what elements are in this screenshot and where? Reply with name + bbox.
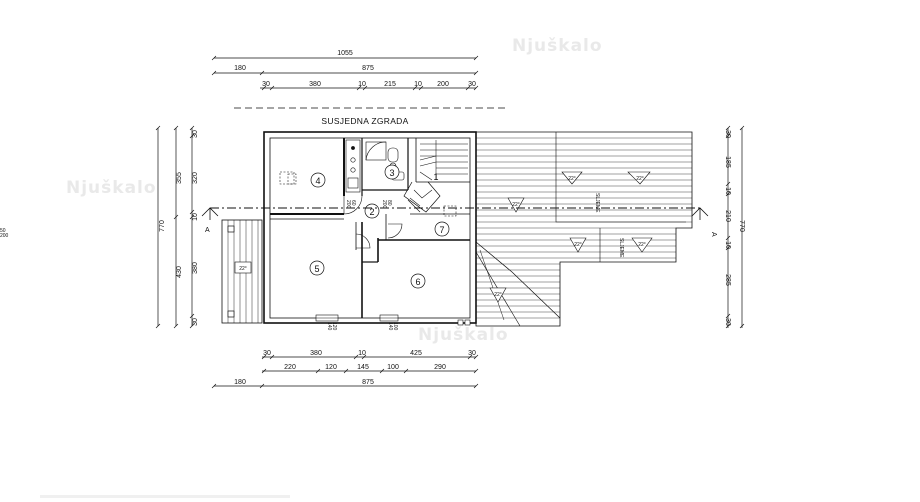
dim-bottom-875: 875 bbox=[362, 379, 374, 386]
dim-right-10a: 10 bbox=[724, 187, 731, 195]
section-mark-right: A bbox=[710, 232, 717, 237]
dim-left-770: 770 bbox=[159, 220, 166, 232]
dim-top-875: 875 bbox=[362, 65, 374, 72]
slope-label: 22° bbox=[494, 292, 502, 298]
watermark: Njuškalo bbox=[512, 36, 603, 56]
door-label: 80200 bbox=[381, 200, 392, 209]
dim-bottom-425: 425 bbox=[410, 350, 422, 357]
dim-bottom-100: 100 bbox=[387, 364, 399, 371]
dim-bottom-290: 290 bbox=[434, 364, 446, 371]
dim-right-285: 285 bbox=[724, 274, 731, 286]
top-dimension-chains bbox=[211, 55, 479, 91]
watermark: Njuškalo bbox=[418, 325, 509, 345]
dim-left-10: 10 bbox=[192, 213, 199, 221]
dim-top-380: 380 bbox=[309, 81, 321, 88]
dim-bottom-30a: 30 bbox=[263, 350, 271, 357]
roof-area bbox=[475, 131, 693, 327]
dim-left-30b: 30 bbox=[192, 318, 199, 326]
windows bbox=[315, 314, 471, 326]
dim-right-30b: 30 bbox=[724, 318, 731, 326]
room-number-6: 6 bbox=[415, 277, 420, 287]
dim-bottom-220: 220 bbox=[284, 364, 296, 371]
dim-left-430: 430 bbox=[176, 266, 183, 278]
room-number-5: 5 bbox=[314, 264, 319, 274]
window-label: 120140 bbox=[326, 322, 337, 331]
dim-overall-width: 1055 bbox=[337, 50, 353, 57]
scan-artifact bbox=[40, 495, 290, 498]
kitchen-counter bbox=[345, 139, 361, 193]
neighbor-building-label: SUSJEDNA ZGRADA bbox=[321, 116, 408, 126]
room-number-1: 1 bbox=[433, 172, 438, 182]
door-swings bbox=[343, 195, 421, 249]
staircase bbox=[403, 140, 468, 213]
room-number-2: 2 bbox=[369, 207, 374, 217]
dim-left-355: 355 bbox=[176, 172, 183, 184]
building-walls bbox=[263, 131, 477, 324]
dim-top-10a: 10 bbox=[358, 81, 366, 88]
slope-label: 22° bbox=[638, 242, 646, 248]
slope-label: 22° bbox=[568, 176, 576, 182]
dim-bottom-120: 120 bbox=[325, 364, 337, 371]
slope-label: 22° bbox=[574, 242, 582, 248]
dim-bottom-145: 145 bbox=[357, 364, 369, 371]
bathroom-fixtures bbox=[365, 141, 405, 181]
room-markers bbox=[309, 164, 450, 289]
slope-label: 22° bbox=[239, 266, 247, 272]
section-mark-left: A bbox=[205, 227, 210, 234]
slope-label: 22° bbox=[636, 176, 644, 182]
dim-bottom-10: 10 bbox=[358, 350, 366, 357]
ridge-label: SLJEME bbox=[594, 193, 600, 213]
dim-top-10b: 10 bbox=[414, 81, 422, 88]
dim-bottom-380: 380 bbox=[310, 350, 322, 357]
dim-top-30b: 30 bbox=[468, 81, 476, 88]
dim-top-30a: 30 bbox=[262, 81, 270, 88]
dim-right-185: 185 bbox=[724, 156, 731, 168]
dim-top-215: 215 bbox=[384, 81, 396, 88]
window-label: 100140 bbox=[387, 322, 398, 331]
door-label: 60200 bbox=[345, 200, 356, 209]
dim-left-30a: 30 bbox=[192, 130, 199, 138]
room-number-7: 7 bbox=[439, 225, 444, 235]
room-number-3: 3 bbox=[389, 168, 394, 178]
dim-right-30a: 30 bbox=[724, 130, 731, 138]
dim-left-380: 380 bbox=[192, 262, 199, 274]
right-dimension-chains bbox=[725, 125, 745, 329]
dim-bottom-30b: 30 bbox=[468, 350, 476, 357]
dim-top-200: 200 bbox=[437, 81, 449, 88]
left-dimension-chains bbox=[155, 125, 195, 329]
dim-top-180: 180 bbox=[234, 65, 246, 72]
dim-left-320: 320 bbox=[192, 172, 199, 184]
room-4-furniture bbox=[279, 171, 297, 185]
ridge-label: SLJEME bbox=[618, 238, 624, 258]
room-number-4: 4 bbox=[315, 176, 320, 186]
watermark: Njuškalo bbox=[66, 178, 157, 198]
slope-label: 22° bbox=[512, 202, 520, 208]
dim-right-210: 210 bbox=[724, 210, 731, 222]
dim-bottom-180: 180 bbox=[234, 379, 246, 386]
dim-right-770: 770 bbox=[738, 220, 745, 232]
dim-right-10b: 10 bbox=[724, 241, 731, 249]
bottom-dimension-chains bbox=[211, 354, 479, 389]
